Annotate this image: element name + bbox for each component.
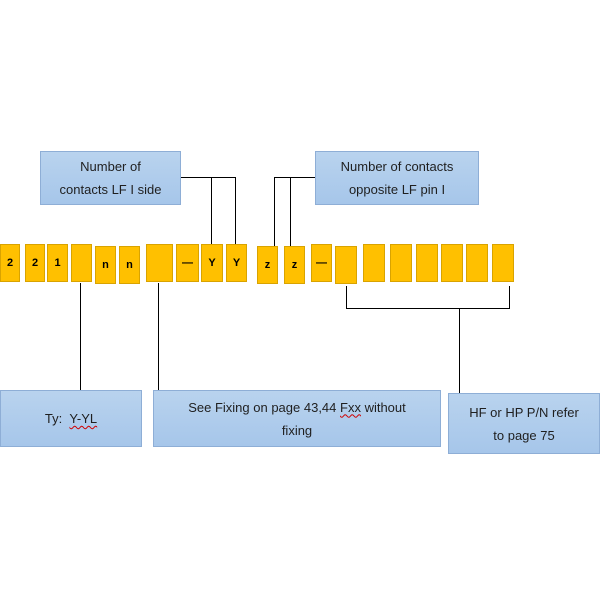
code-cell: n bbox=[119, 246, 140, 284]
bracket-line bbox=[459, 308, 460, 393]
code-cell: 2 bbox=[0, 244, 20, 282]
code-cell: z bbox=[257, 246, 278, 284]
code-cell bbox=[363, 244, 385, 282]
callout-hf-hp: HF or HP P/N refer to page 75 bbox=[448, 393, 600, 454]
callout-fixing: See Fixing on page 43,44 Fxx without fix… bbox=[153, 390, 441, 447]
code-cell bbox=[71, 244, 92, 282]
callout-type: Ty: Y-YL bbox=[0, 390, 142, 447]
code-cell bbox=[335, 246, 357, 284]
code-cell: — bbox=[311, 244, 332, 282]
code-cell: z bbox=[284, 246, 305, 284]
code-cell: 1 bbox=[47, 244, 68, 282]
connector-line bbox=[235, 177, 236, 244]
code-cell bbox=[441, 244, 463, 282]
type-label: Ty: bbox=[44, 411, 63, 426]
connector-line bbox=[158, 283, 159, 390]
code-cell: 2 bbox=[25, 244, 45, 282]
code-cell: n bbox=[95, 246, 116, 284]
fixing-code: Fxx bbox=[340, 399, 361, 415]
code-cell bbox=[390, 244, 412, 282]
connector-line bbox=[290, 177, 291, 246]
callout-contacts-opposite: Number of contacts opposite LF pin I bbox=[315, 151, 479, 205]
fixing-text-post: without fixing bbox=[281, 399, 406, 438]
code-cell bbox=[492, 244, 514, 282]
code-cell bbox=[416, 244, 438, 282]
code-cell: Y bbox=[201, 244, 223, 282]
code-cell: — bbox=[176, 244, 199, 282]
callout-contacts-lf-side: Number of contacts LF I side bbox=[40, 151, 181, 205]
connector-line bbox=[274, 177, 315, 178]
bracket-line bbox=[346, 286, 347, 308]
type-value: Y-YL bbox=[69, 411, 98, 426]
code-cell: Y bbox=[226, 244, 247, 282]
connector-line bbox=[274, 177, 275, 246]
bracket-line bbox=[509, 286, 510, 308]
connector-line bbox=[80, 283, 81, 390]
connector-line bbox=[181, 177, 236, 178]
connector-line bbox=[211, 177, 212, 244]
fixing-text-pre: See Fixing on page 43,44 bbox=[188, 399, 340, 415]
bracket-line bbox=[346, 308, 510, 309]
code-cell bbox=[146, 244, 173, 282]
code-cell bbox=[466, 244, 488, 282]
